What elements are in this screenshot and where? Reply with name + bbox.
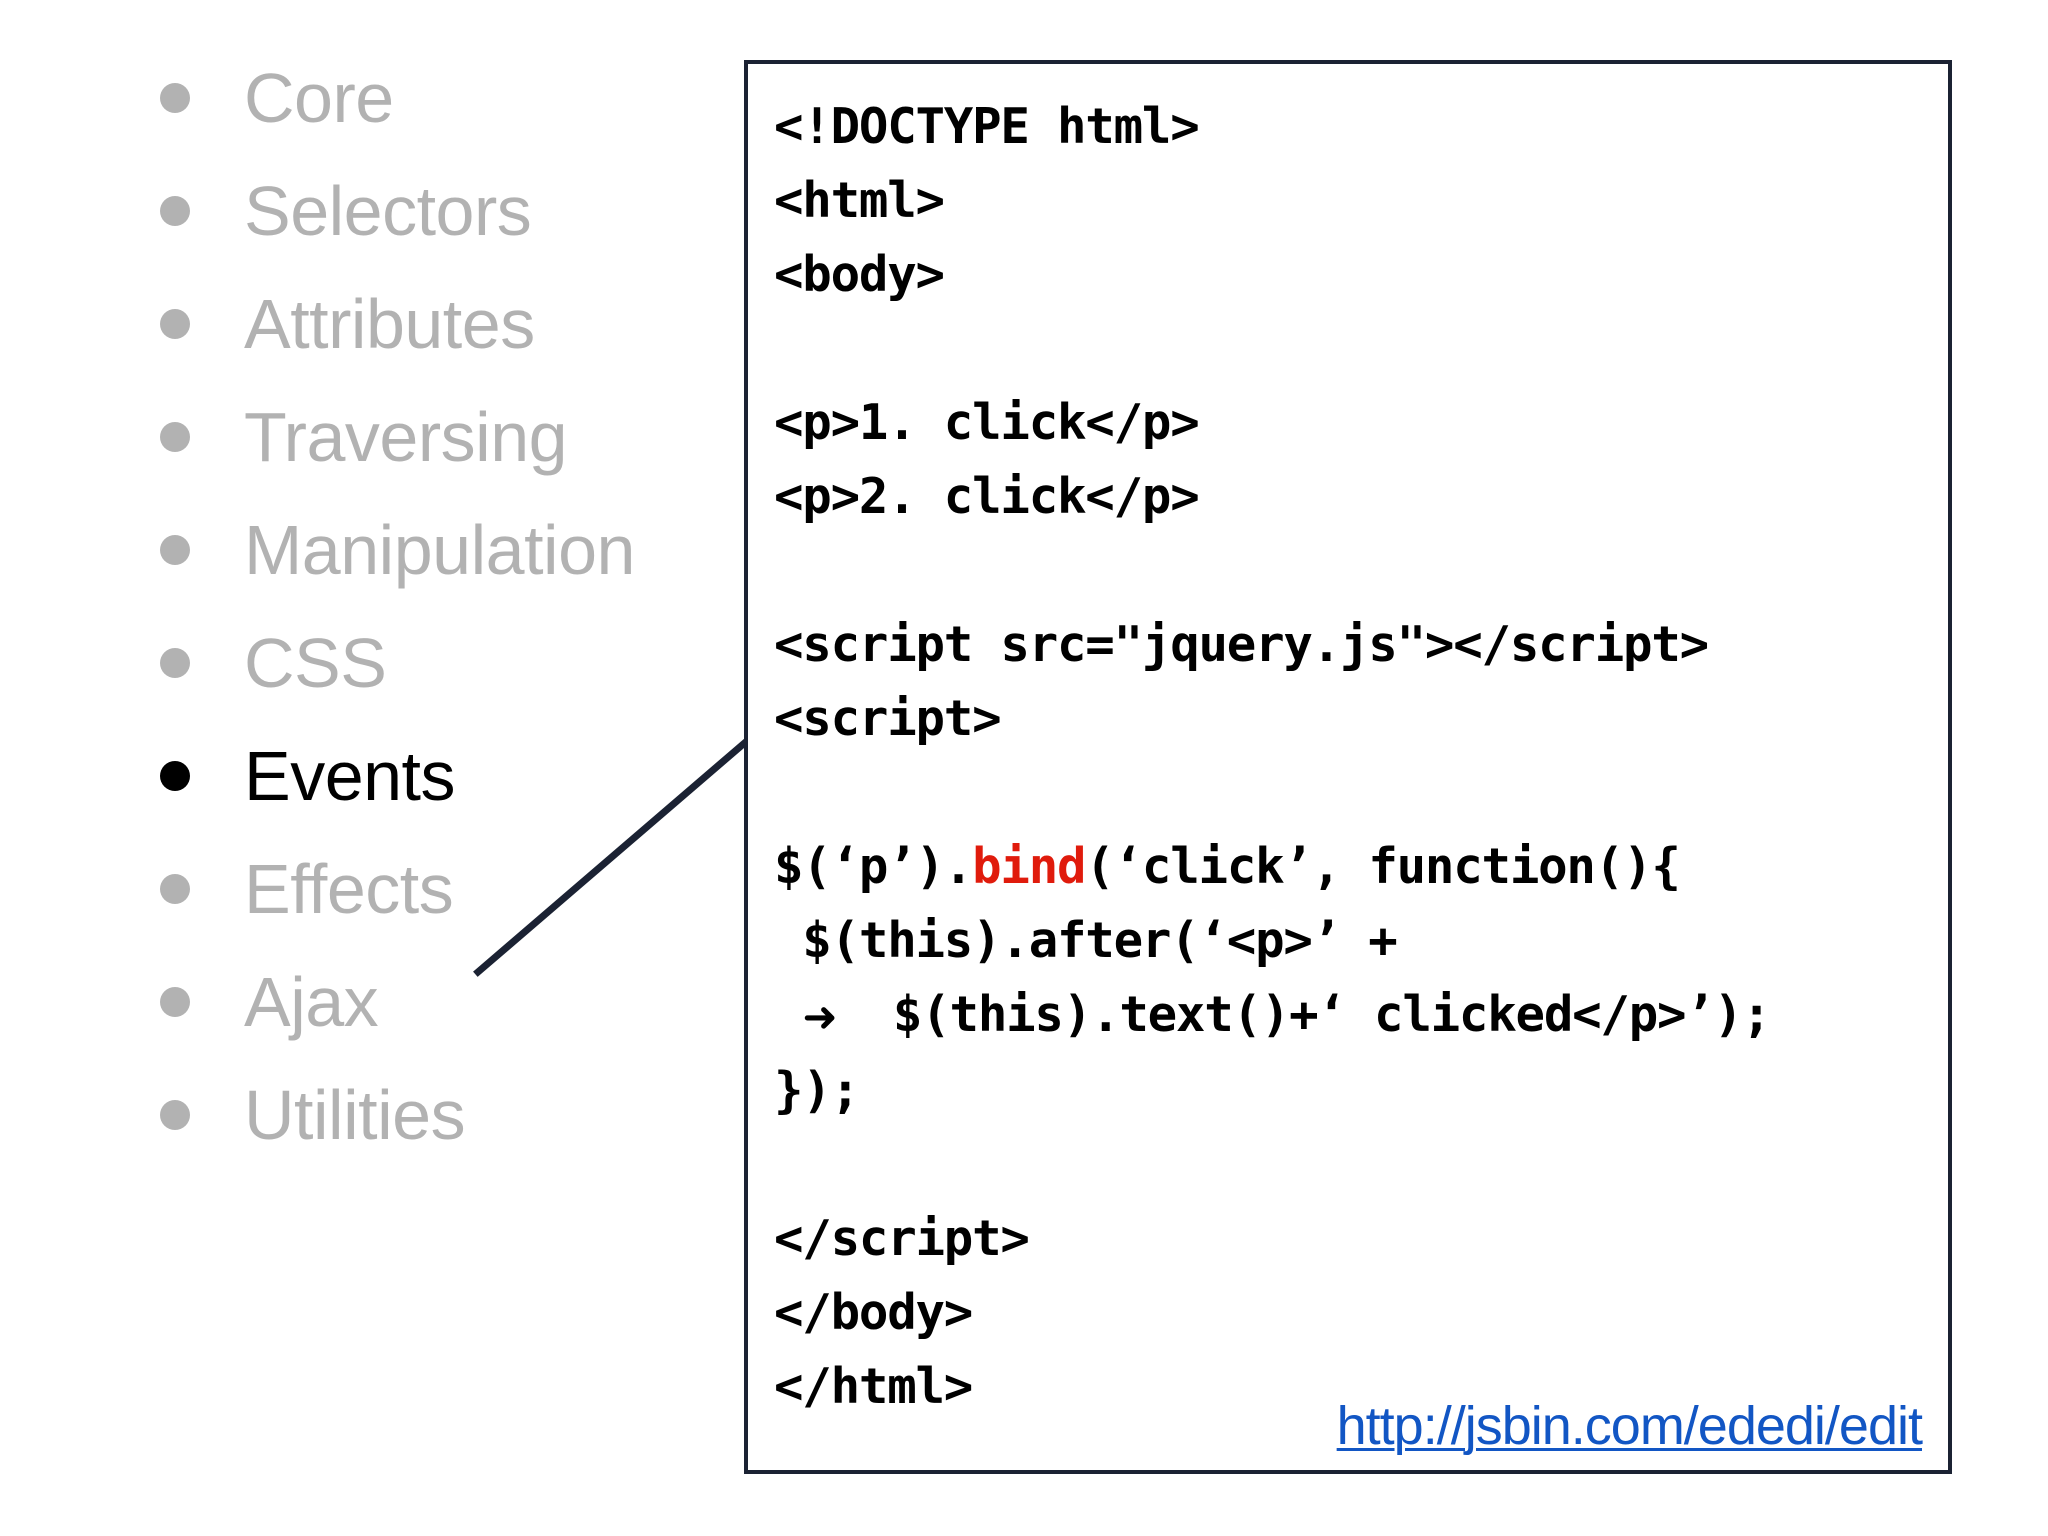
bullet-icon xyxy=(160,422,190,452)
topic-item-utilities[interactable]: Utilities xyxy=(160,1059,466,1171)
code-line: ➜ $(this).text()+‘ clicked</p>’); xyxy=(774,978,1948,1054)
code-line: $(‘p’).bind(‘click’, function(){ xyxy=(774,830,1948,904)
topic-item-label: Core xyxy=(244,59,394,137)
code-line: </body> xyxy=(774,1284,973,1341)
topic-item-label: Traversing xyxy=(244,398,568,476)
code-fragment: $(‘p’). xyxy=(774,838,973,895)
code-line: <script> xyxy=(774,690,1002,747)
code-line: <html> xyxy=(774,172,945,229)
topic-item-label: Ajax xyxy=(244,963,379,1041)
topic-item-label: Events xyxy=(244,737,456,815)
bullet-icon xyxy=(160,761,190,791)
topic-item-manipulation[interactable]: Manipulation xyxy=(160,494,635,606)
bullet-icon xyxy=(160,309,190,339)
code-line: <!DOCTYPE html> xyxy=(774,98,1200,155)
code-line: </script> xyxy=(774,1210,1030,1267)
topic-item-effects[interactable]: Effects xyxy=(160,833,454,945)
topic-item-label: Effects xyxy=(244,850,454,928)
bullet-icon xyxy=(160,1100,190,1130)
topic-item-traversing[interactable]: Traversing xyxy=(160,381,568,493)
source-link[interactable]: http://jsbin.com/ededi/edit xyxy=(1336,1395,1923,1456)
code-line: <body> xyxy=(774,246,945,303)
topic-item-selectors[interactable]: Selectors xyxy=(160,155,532,267)
topic-item-core[interactable]: Core xyxy=(160,42,394,154)
topic-item-attributes[interactable]: Attributes xyxy=(160,268,535,380)
bullet-icon xyxy=(160,535,190,565)
code-line: <p>2. click</p> xyxy=(774,468,1200,525)
topic-item-css[interactable]: CSS xyxy=(160,607,387,719)
topic-item-ajax[interactable]: Ajax xyxy=(160,946,379,1058)
code-block: <!DOCTYPE html> <html> <body> <p>1. click<… xyxy=(774,90,1948,1424)
bullet-icon xyxy=(160,874,190,904)
code-line-blank xyxy=(774,312,1948,386)
code-keyword-bind: bind xyxy=(972,838,1086,895)
code-example-panel: <!DOCTYPE html> <html> <body> <p>1. click<… xyxy=(744,60,1952,1474)
bullet-icon xyxy=(160,987,190,1017)
bullet-icon xyxy=(160,196,190,226)
line-wrap-arrow-icon: ➜ xyxy=(802,992,837,1041)
topic-item-label: Utilities xyxy=(244,1076,466,1154)
topic-item-label: Selectors xyxy=(244,172,532,250)
code-fragment: $(this).text()+‘ clicked</p>’); xyxy=(836,986,1772,1043)
code-line: }); xyxy=(774,1062,860,1119)
code-line: <script src="jquery.js"></script> xyxy=(774,616,1709,673)
bullet-icon xyxy=(160,83,190,113)
topic-item-events[interactable]: Events xyxy=(160,720,456,832)
code-line: $(this).after(‘<p>’ + xyxy=(774,912,1398,969)
code-line-blank xyxy=(774,534,1948,608)
code-fragment: (‘click’, function(){ xyxy=(1085,838,1681,895)
code-line-blank xyxy=(774,756,1948,830)
bullet-icon xyxy=(160,648,190,678)
topic-item-label: Attributes xyxy=(244,285,535,363)
topic-item-label: Manipulation xyxy=(244,511,635,589)
code-line-blank xyxy=(774,1128,1948,1202)
code-line: <p>1. click</p> xyxy=(774,394,1200,451)
code-line: </html> xyxy=(774,1358,973,1415)
topic-item-label: CSS xyxy=(244,624,387,702)
